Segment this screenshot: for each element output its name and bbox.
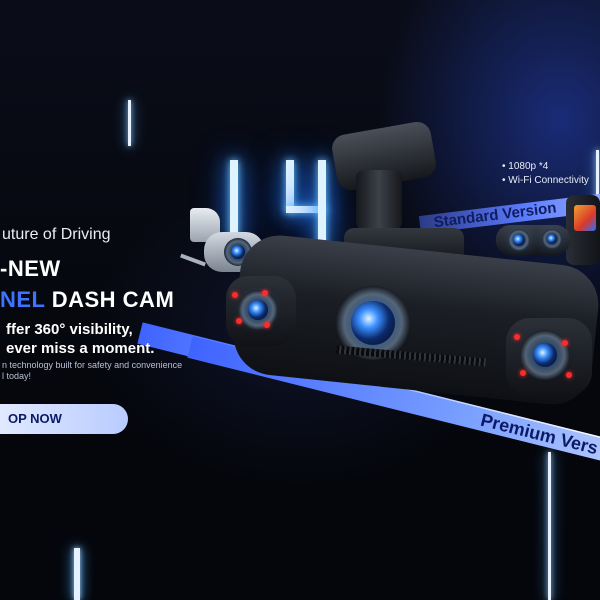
hero-description: n technology built for safety and conven…: [2, 360, 182, 382]
spec-list: • 1080p *4 • Wi-Fi Connectivity: [502, 160, 589, 188]
hero-description-line-1: n technology built for safety and conven…: [2, 360, 183, 370]
neon-bar-4: [318, 160, 326, 250]
spec-item-wifi: • Wi-Fi Connectivity: [502, 175, 589, 186]
glow-line-top-left: [128, 100, 131, 146]
shop-now-button[interactable]: OP NOW: [0, 404, 128, 434]
headline-line-1: -NEW: [0, 256, 61, 282]
standard-camera-image: [496, 195, 600, 275]
headline-line-2: NEL DASH CAM: [0, 287, 174, 313]
hero-subtitle-line-2: ever miss a moment.: [6, 340, 155, 357]
glow-line-bottom-right: [548, 452, 551, 600]
neon-bar-3: [286, 206, 326, 213]
headline-accent-text: NEL: [0, 287, 46, 312]
headline-line-1-text: -NEW: [0, 256, 61, 281]
neon-bar-1: [230, 160, 238, 240]
hero-subtitle-line-1: ffer 360° visibility,: [6, 321, 133, 338]
neon-bar-2: [286, 160, 294, 212]
headline-rest-text: DASH CAM: [45, 287, 175, 312]
hero-description-line-2: l today!: [2, 371, 32, 381]
hero-subtitle: ffer 360° visibility, ever miss a moment…: [6, 320, 154, 358]
glow-line-bottom-left: [74, 548, 80, 600]
hero-tagline: uture of Driving: [2, 226, 111, 243]
spec-item-resolution: • 1080p *4: [502, 161, 549, 172]
